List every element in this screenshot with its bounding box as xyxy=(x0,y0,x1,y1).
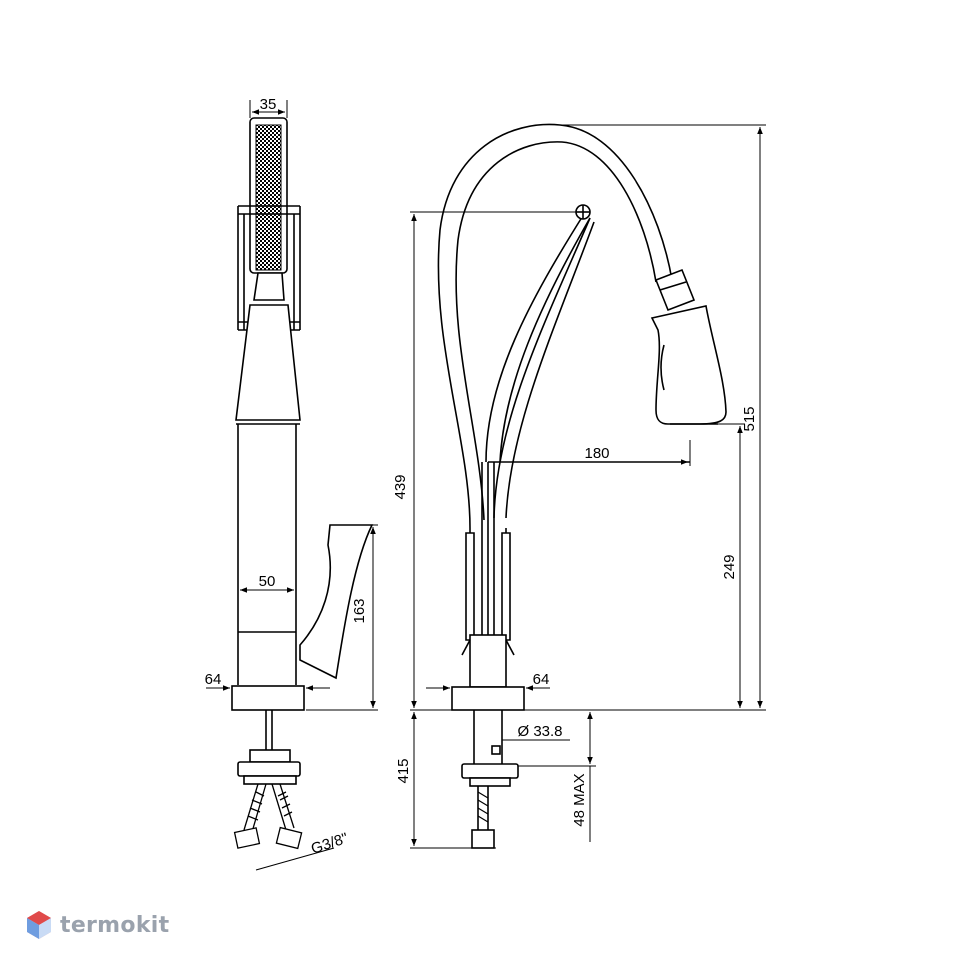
faucet-body xyxy=(237,424,297,685)
dim-spout-height: 249 xyxy=(721,554,738,579)
gooseneck-outer xyxy=(437,123,673,529)
dim-height-to-pivot: 439 xyxy=(392,474,409,499)
supply-hoses xyxy=(233,783,303,850)
support-arm-1 xyxy=(485,213,585,463)
support-arm-3 xyxy=(493,217,591,519)
dim-body-width: 50 xyxy=(259,573,276,590)
side-view-dimensions xyxy=(206,100,378,871)
front-view-dimensions xyxy=(410,124,766,849)
dim-deck-thickness: 48 MAX xyxy=(571,773,588,826)
support-arm-4 xyxy=(505,221,595,519)
dim-shank-diameter: Ø 33.8 xyxy=(517,723,562,740)
shank xyxy=(237,710,301,785)
brand-watermark: termokit xyxy=(26,905,169,945)
spray-head xyxy=(650,305,727,425)
spout-cone xyxy=(235,304,301,421)
gooseneck-outer-inner xyxy=(455,141,657,521)
base-plate xyxy=(231,685,305,711)
dim-total-height: 515 xyxy=(741,406,758,431)
handshower-neck xyxy=(253,272,285,301)
hexagon-logo-icon xyxy=(27,911,51,939)
side-view xyxy=(231,117,374,850)
support-arm-2 xyxy=(499,217,591,463)
dim-handshower-width: 35 xyxy=(260,96,277,113)
column-shroud xyxy=(465,532,475,641)
dim-reach: 180 xyxy=(584,445,609,462)
dim-side-base-width: 64 xyxy=(205,671,222,688)
front-base-body xyxy=(469,634,507,688)
dim-hose-thread: G3/8" xyxy=(309,830,350,858)
handshower-head xyxy=(249,117,288,274)
dim-lever-height: 163 xyxy=(351,598,368,623)
front-view xyxy=(437,123,727,849)
brand-name: termokit xyxy=(60,912,170,938)
dim-below-deck: 415 xyxy=(395,758,412,783)
hose-clip xyxy=(654,268,696,312)
front-shank xyxy=(461,710,519,849)
front-base-plate xyxy=(451,686,525,711)
dim-front-base-width: 64 xyxy=(533,671,550,688)
lever-handle xyxy=(299,524,374,680)
